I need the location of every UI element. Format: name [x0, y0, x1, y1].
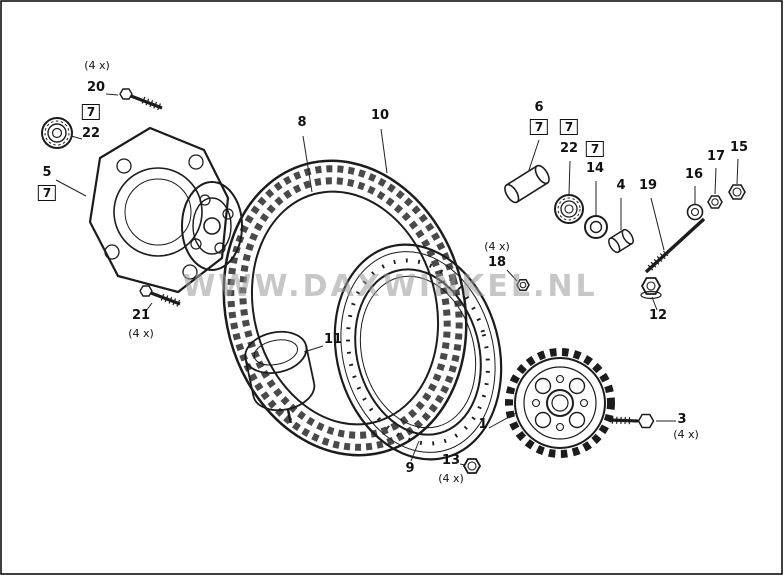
part-18-label: 18	[487, 255, 507, 270]
nut-12-drawing	[640, 277, 662, 300]
part-20-qty-label: (4 x)	[84, 59, 110, 72]
part-13-qty-label: (4 x)	[438, 472, 464, 485]
spacer-6-drawing	[504, 164, 550, 204]
part-21-qty-label: (4 x)	[128, 327, 154, 340]
part-15-label: 15	[729, 140, 749, 155]
part-14-label: 14	[585, 161, 605, 176]
ref-7-box-b: 7	[37, 185, 57, 201]
bolt-3-drawing	[609, 413, 655, 429]
part-1-label: 1	[478, 417, 488, 432]
part-16-label: 16	[684, 167, 704, 182]
part-22-right-label: 22	[559, 141, 579, 156]
part-11-label: 11	[323, 332, 343, 347]
part-12-label: 12	[648, 308, 668, 323]
nut-15-drawing	[728, 184, 746, 200]
watermark-text: WWW.DAXWINKEL.NL	[182, 269, 597, 304]
nut-13-drawing	[462, 458, 482, 474]
part-17-label: 17	[706, 149, 726, 164]
spacer-4-drawing	[608, 228, 634, 254]
part-13-label: 13	[441, 453, 461, 468]
part-3-label: 3	[677, 412, 687, 427]
part-21-label: 21	[131, 308, 151, 323]
nut-17-drawing	[707, 195, 723, 209]
bearing-left-drawing	[41, 117, 73, 149]
part-20-label: 20	[86, 80, 106, 95]
ref-7-box-c: 7	[529, 119, 549, 135]
part-22-left-label: 22	[81, 126, 101, 141]
inner-tube-drawing	[244, 330, 316, 424]
sprocket-drawing	[505, 348, 615, 458]
ref-7-box-d: 7	[559, 119, 579, 135]
part-6-label: 6	[534, 100, 544, 115]
part-5-label: 5	[42, 165, 52, 180]
axle-19-drawing	[644, 217, 706, 274]
washer-16-drawing	[686, 203, 704, 221]
part-9-label: 9	[405, 461, 415, 476]
bolt-21-drawing	[139, 285, 182, 308]
seal-14-drawing	[584, 215, 608, 239]
bearing-right-drawing	[554, 194, 584, 224]
ref-7-box-e: 7	[585, 141, 605, 157]
part-19-label: 19	[638, 178, 658, 193]
nut-18-drawing	[516, 279, 530, 291]
tire-drawing	[222, 159, 468, 457]
part-18-qty-label: (4 x)	[484, 240, 510, 253]
hub-drawing	[88, 126, 243, 294]
part-4-label: 4	[616, 178, 626, 193]
part-8-label: 8	[297, 115, 307, 130]
part-10-label: 10	[370, 108, 390, 123]
part-3-qty-label: (4 x)	[673, 428, 699, 441]
bolt-20-drawing	[119, 88, 164, 112]
rim-drawing	[333, 243, 503, 461]
ref-7-box-a: 7	[81, 104, 101, 120]
